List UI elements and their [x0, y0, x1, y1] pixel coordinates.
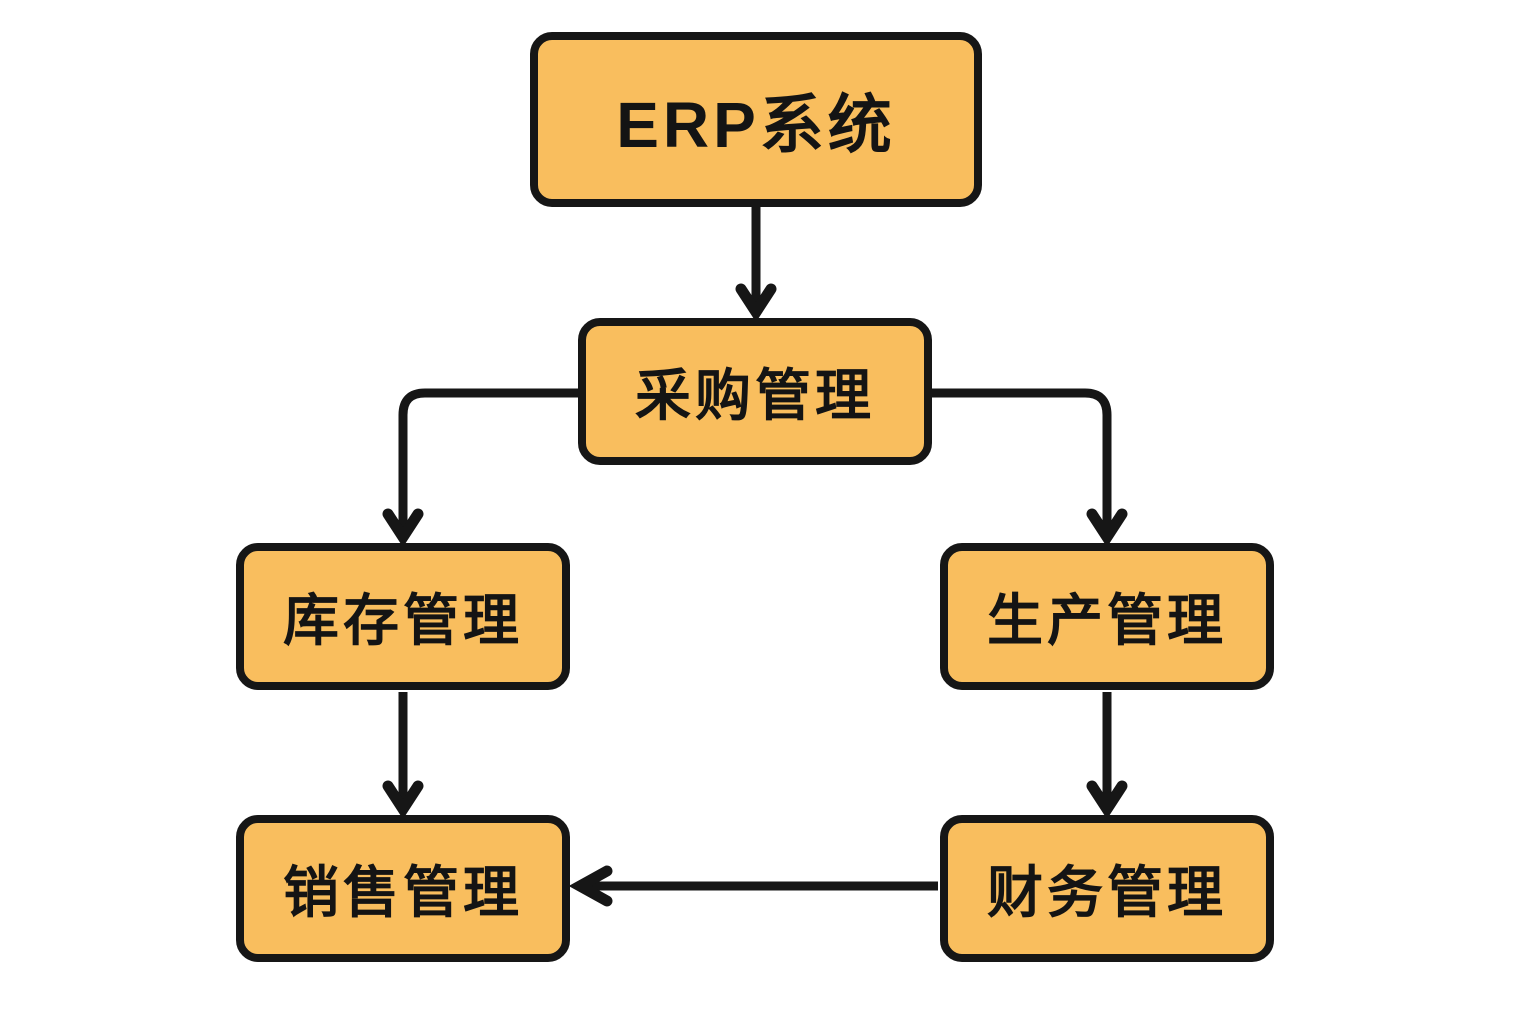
- node-purchase: 采购管理: [578, 318, 932, 465]
- node-production-label: 生产管理: [987, 589, 1227, 652]
- node-sales-label: 销售管理: [283, 861, 523, 924]
- node-erp-label: ERP系统: [616, 88, 896, 161]
- node-inventory: 库存管理: [236, 543, 570, 690]
- node-finance-label: 财务管理: [987, 861, 1227, 924]
- node-inventory-label: 库存管理: [283, 589, 523, 652]
- node-sales: 销售管理: [236, 815, 570, 962]
- edge-purchase-to-inventory: [382, 388, 578, 548]
- edge-purchase-to-production: [932, 388, 1128, 548]
- edge-inventory-to-sales: [382, 692, 424, 820]
- edge-erp-to-purchase: [735, 206, 777, 323]
- node-purchase-label: 采购管理: [635, 364, 875, 427]
- node-erp: ERP系统: [530, 32, 982, 207]
- node-production: 生产管理: [940, 543, 1274, 690]
- edge-production-to-finance: [1086, 692, 1128, 820]
- edge-finance-to-sales: [568, 865, 938, 907]
- node-finance: 财务管理: [940, 815, 1274, 962]
